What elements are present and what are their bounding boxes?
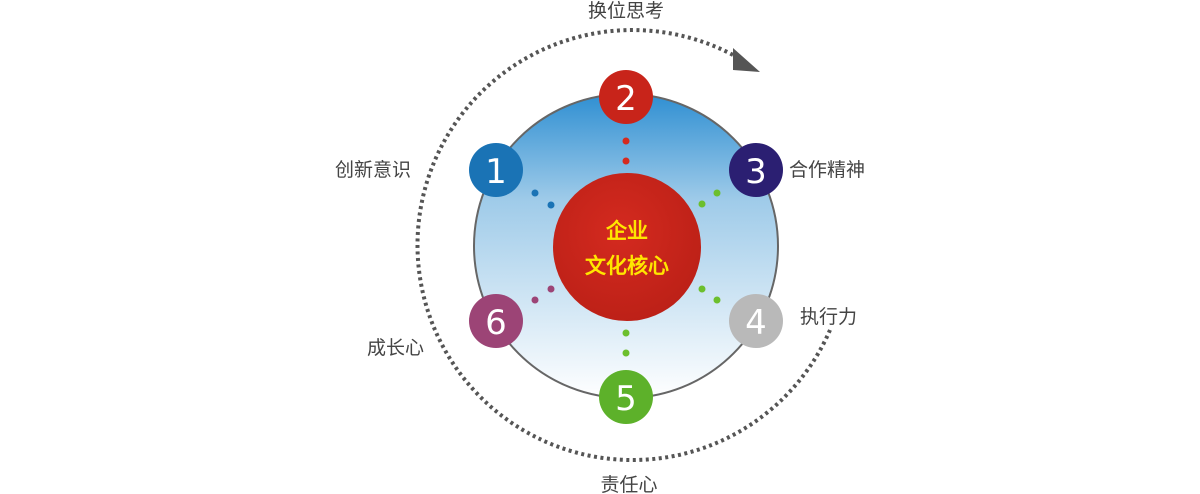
node-1: 1 <box>469 143 523 197</box>
core-line-1: 企业 <box>605 219 648 243</box>
node-3-label: 合作精神 <box>789 159 865 181</box>
node-3-number: 3 <box>745 152 767 192</box>
arrow-label: 换位思考 <box>588 0 664 22</box>
arrow-head-icon <box>733 48 760 72</box>
core-line-2: 文化核心 <box>585 254 669 278</box>
node-5: 5 <box>599 370 653 424</box>
node-5-number: 5 <box>615 379 637 419</box>
node-6-number: 6 <box>485 303 507 343</box>
node-1-label: 创新意识 <box>335 159 411 181</box>
node-4-label: 执行力 <box>800 306 857 328</box>
node-4: 4 <box>729 294 783 348</box>
node-5-label: 责任心 <box>600 474 657 494</box>
cycle-arc <box>415 28 832 462</box>
node-1-number: 1 <box>485 152 507 192</box>
node-6: 6 <box>469 294 523 348</box>
node-6-label: 成长心 <box>367 337 424 359</box>
node-3: 3 <box>729 143 783 197</box>
node-4-number: 4 <box>745 303 767 343</box>
node-2: 2 <box>599 70 653 124</box>
core-circle <box>553 173 701 321</box>
connector-dots <box>531 137 721 357</box>
node-2-number: 2 <box>615 79 637 119</box>
